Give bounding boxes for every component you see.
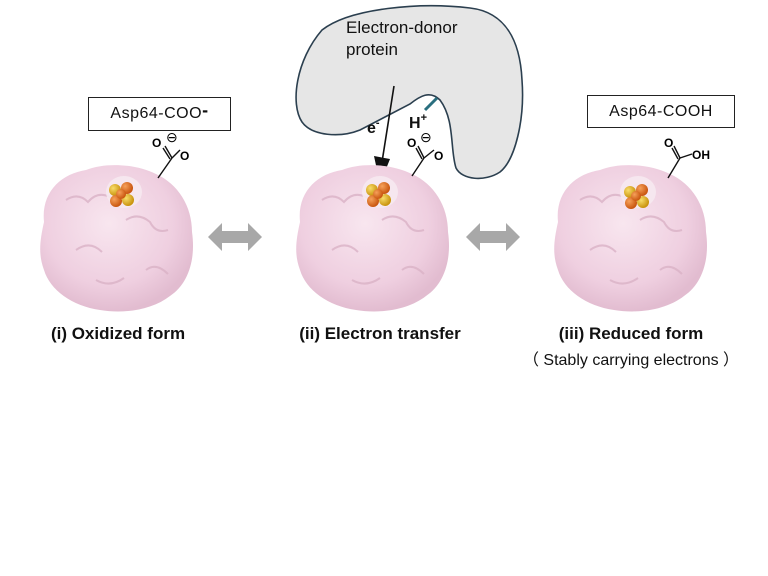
asp64-reduced-box: Asp64-COOH xyxy=(587,95,735,128)
proton-label: H+ xyxy=(409,112,427,132)
oxygen-top-3: O xyxy=(664,136,673,150)
negative-charge-1: ⊖ xyxy=(166,129,178,145)
asp64-oxidized-label: Asp64-COO xyxy=(110,105,203,122)
hydroxyl-label-3: OH xyxy=(692,148,710,162)
iron-sulfur-cluster-2 xyxy=(366,182,391,207)
oxygen-right-2: O xyxy=(434,149,443,163)
electron-arrow-shaft xyxy=(381,85,395,163)
carboxylate-group-2: O O ⊖ xyxy=(407,129,443,177)
caption-reduced-note: （ Stably carrying electrons ） xyxy=(522,352,740,369)
electron-donor-protein xyxy=(295,5,524,180)
iron-sulfur-cluster-1 xyxy=(109,182,134,207)
carboxylic-acid-group-3: O OH xyxy=(664,136,710,179)
iron-sulfur-cluster-3 xyxy=(624,184,649,209)
oxygen-right-1: O xyxy=(180,149,189,163)
caption-oxidized: (i) Oxidized form xyxy=(50,324,186,343)
electron-label: e- xyxy=(367,117,380,137)
carboxylate-group-1: O O ⊖ xyxy=(152,129,189,179)
asp64-oxidized-box: Asp64-COO- xyxy=(88,97,231,131)
oxygen-top-2: O xyxy=(407,136,416,150)
donor-label-line1: Electron-donor xyxy=(346,18,458,37)
donor-label-line2: protein xyxy=(346,40,398,59)
equilibrium-arrow-1 xyxy=(208,223,262,251)
negative-charge-2: ⊖ xyxy=(420,129,432,145)
equilibrium-arrow-2 xyxy=(466,223,520,251)
oxygen-top-1: O xyxy=(152,136,161,150)
caption-reduced: (iii) Reduced form xyxy=(558,324,704,343)
caption-transfer: (ii) Electron transfer xyxy=(299,324,461,343)
proton-donor-stub xyxy=(423,96,439,112)
asp64-reduced-label: Asp64-COOH xyxy=(609,102,713,120)
